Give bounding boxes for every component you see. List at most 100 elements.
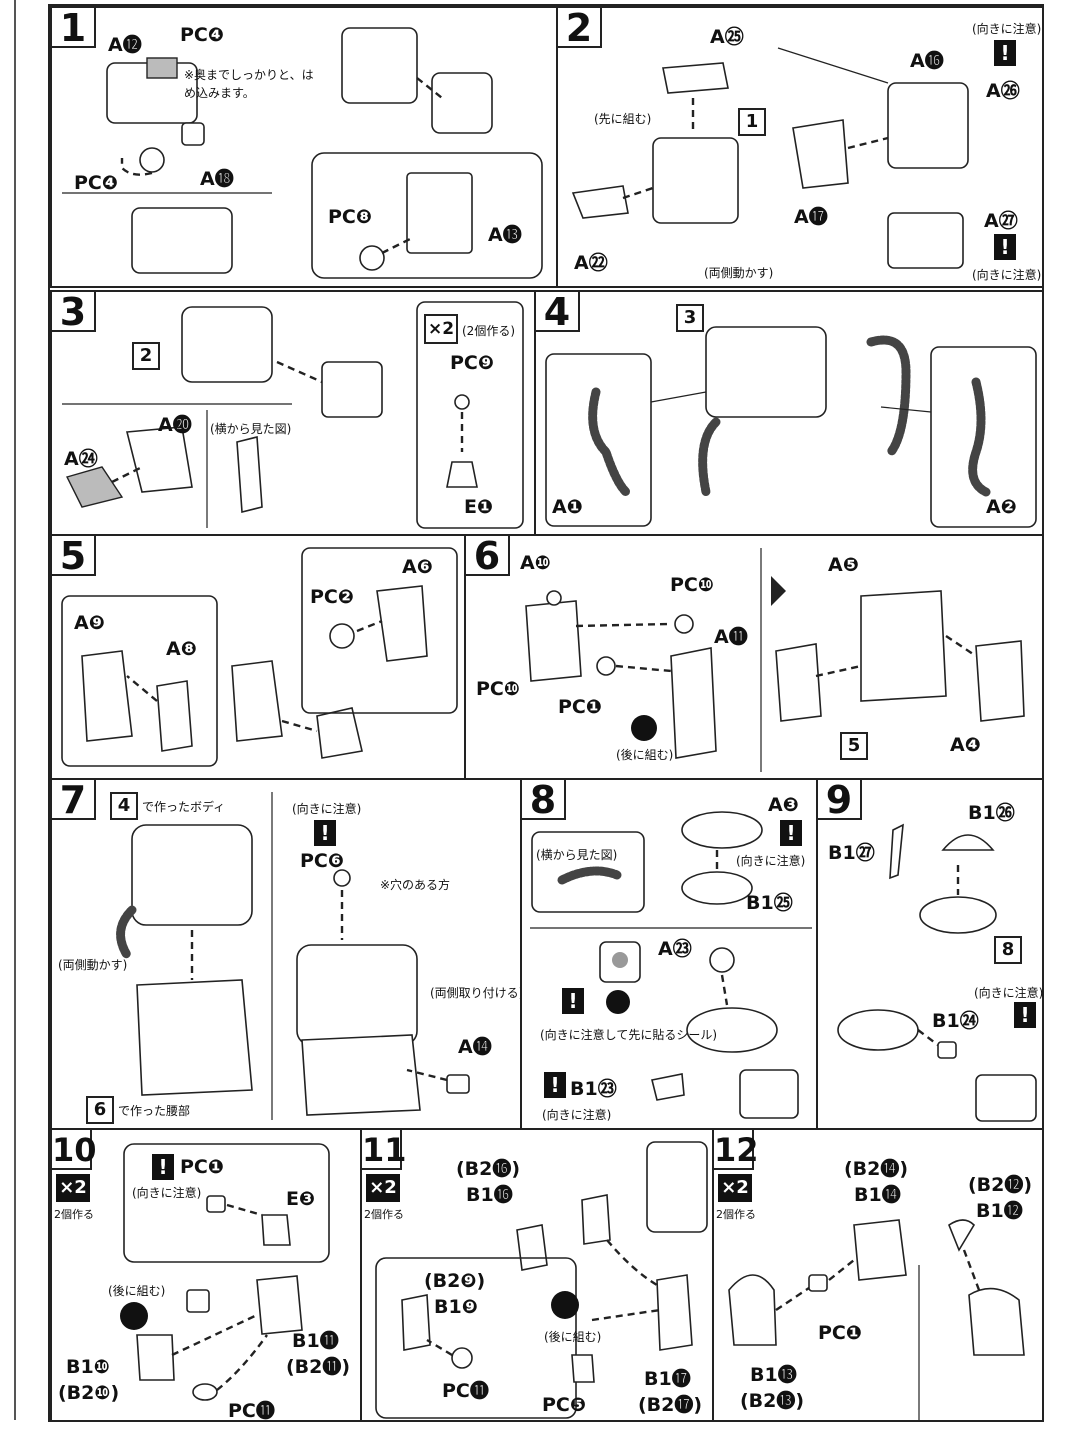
step-9-panel: 9 B1㉖ B1㉗ 8 (向きに注意) B1㉔ !: [816, 778, 1044, 1130]
step-8-illustration: [530, 811, 812, 1119]
step-10-warning: !: [152, 1154, 174, 1180]
step-8-panel: 8 (横から見た図) A❸ ! (向きに注意) B1㉕ A㉓ ! (向きに注意し…: [520, 778, 818, 1130]
step-9-number: 9: [818, 780, 862, 820]
step-11-note-later: (後に組む): [544, 1330, 602, 1344]
step-12-label-b1-12: B1⓬: [976, 1200, 1023, 1222]
step-7-note-hole-side: ※穴のある方: [380, 878, 451, 892]
step-10-illustration: [120, 1143, 330, 1401]
step-3-count-badge: ×2: [424, 314, 458, 344]
step-9-label-b1-27: B1㉗: [828, 842, 875, 864]
step-1-label-pc4-bottom: PC❹: [74, 172, 118, 194]
step-7-label-a14: A⓮: [458, 1036, 492, 1058]
step-11-label-b1-16: B1⓰: [466, 1184, 513, 1206]
step-2-warning-bottom: !: [994, 234, 1016, 260]
step-4-number: 4: [536, 292, 580, 332]
step-7-note-both-sides-move: (両側動かす): [58, 958, 128, 972]
step-6-panel: 6 A❿ PC❿ A⓫ PC❿ PC❶ (後に組む) A❺ 5 A❹: [464, 534, 1044, 780]
step-10-count-badge: ×2: [56, 1174, 90, 1202]
step-5-panel: 5 A❾ A❽ PC❷ A❻: [50, 534, 466, 780]
step-8-warning-middle: !: [562, 988, 584, 1014]
step-7-note-both-sides-attach: (両側取り付ける): [430, 986, 524, 1000]
step-6-label-a5: A❺: [828, 554, 859, 576]
step-2-label-a25: A㉕: [710, 26, 744, 48]
step-3-panel: 3 2 A⓴ A㉔ (横から見た図) ×2 (2個作る) PC❾ E❶: [50, 290, 536, 536]
step-1-label-pc4-top: PC❹: [180, 24, 224, 46]
step-11-label-b2-17: (B2⓱): [638, 1394, 703, 1416]
step-12-label-b2-13: (B2⓭): [740, 1390, 805, 1412]
step-2-note-orientation-top: (向きに注意): [972, 22, 1042, 36]
step-12-label-pc1: PC❶: [818, 1322, 862, 1344]
step-8-note-orientation-bottom: (向きに注意): [542, 1108, 612, 1122]
step-9-ref-step-8: 8: [994, 936, 1022, 964]
step-3-label-pc9: PC❾: [450, 352, 494, 374]
step-5-label-a6: A❻: [402, 556, 433, 578]
step-10-note-orientation: (向きに注意): [132, 1186, 202, 1200]
step-12-label-b1-14: B1⓮: [854, 1184, 901, 1206]
step-2-number: 2: [558, 8, 602, 48]
step-2-label-a27: A㉗: [984, 210, 1018, 232]
step-2-label-a16: A⓰: [910, 50, 944, 72]
step-2-ref-step-1: 1: [738, 108, 766, 136]
step-7-ref-step-6: 6: [86, 1096, 114, 1124]
step-9-note-orientation: (向きに注意): [974, 986, 1044, 1000]
step-6-illustration: [525, 548, 1025, 772]
step-3-illustration: [62, 301, 524, 529]
step-5-number: 5: [52, 536, 96, 576]
step-11-label-pc5: PC❺: [542, 1394, 586, 1416]
step-7-panel: 7 4 で作ったボディ (向きに注意) ! PC❻ ※穴のある方 (両側動かす)…: [50, 778, 524, 1130]
step-12-illustration: [728, 1219, 1025, 1420]
step-1-illustration: [62, 27, 543, 279]
step-12-count-text: 2個作る: [716, 1208, 756, 1221]
step-2-label-a22: A㉒: [574, 252, 608, 274]
step-4-panel: 4 3 A❶ A❷: [534, 290, 1044, 536]
step-7-ref-step-4-text: で作ったボディ: [142, 800, 226, 814]
step-5-illustration: [61, 547, 458, 767]
step-8-note-sticker: (向きに注意して先に貼るシール): [540, 1028, 718, 1042]
step-1-label-a18: A⓲: [200, 168, 234, 190]
step-3-label-a24: A㉔: [64, 448, 98, 470]
step-4-label-a1: A❶: [552, 496, 583, 518]
step-2-label-a26: A㉖: [986, 80, 1020, 102]
step-7-illustration: [116, 792, 470, 1120]
step-7-ref-step-4: 4: [110, 792, 138, 820]
step-7-number: 7: [52, 780, 96, 820]
step-2-warning-top: !: [994, 40, 1016, 66]
step-8-label-a3: A❸: [768, 794, 799, 816]
step-6-number: 6: [466, 536, 510, 576]
step-11-label-b2-9: (B2❾): [424, 1270, 486, 1292]
step-6-label-a10: A❿: [520, 552, 551, 574]
step-1-number: 1: [52, 8, 96, 48]
step-8-warning-bottom: !: [544, 1072, 566, 1098]
step-1-label-a12: A⓬: [108, 34, 142, 56]
step-3-note-make-two: (2個作る): [462, 324, 515, 338]
step-6-label-a4: A❹: [950, 734, 981, 756]
step-11-number: 11: [362, 1130, 407, 1170]
step-11-count-text: 2個作る: [364, 1208, 404, 1221]
step-8-label-b1-23: B1㉓: [570, 1078, 617, 1100]
step-5-label-a8: A❽: [166, 638, 197, 660]
step-7-ref-step-6-text: で作った腰部: [118, 1104, 191, 1118]
step-10-label-pc11: PC⓫: [228, 1400, 275, 1422]
step-8-note-orientation-top: (向きに注意): [736, 854, 806, 868]
step-10-note-later: (後に組む): [108, 1284, 166, 1298]
step-2-note-both-sides: (両側動かす): [704, 266, 774, 280]
step-12-count-badge: ×2: [718, 1174, 752, 1202]
step-11-panel: 11 ×2 2個作る (B2⓰) B1⓰ (B2❾) B1❾ (後に組む) PC…: [360, 1128, 714, 1422]
step-4-ref-step-3: 3: [676, 304, 704, 332]
step-11-illustration: [375, 1141, 708, 1419]
step-11-label-b1-17: B1⓱: [644, 1368, 691, 1390]
left-margin-line: [14, 0, 16, 1420]
step-10-panel: 10 ×2 2個作る ! PC❶ (向きに注意) E❸ (後に組む) B1⓫ (…: [50, 1128, 362, 1422]
step-8-label-b1-25: B1㉕: [746, 892, 793, 914]
step-2-note-first: (先に組む): [594, 112, 652, 126]
step-1-label-a13: A⓭: [488, 224, 522, 246]
step-4-illustration: [545, 326, 1037, 528]
step-12-label-b2-14: (B2⓮): [844, 1158, 909, 1180]
step-11-label-b2-16: (B2⓰): [456, 1158, 521, 1180]
step-6-label-pc10-top: PC❿: [670, 574, 714, 596]
step-7-label-pc6: PC❻: [300, 850, 344, 872]
step-8-warning-top: !: [780, 820, 802, 846]
step-10-label-b2-10: (B2❿): [58, 1382, 120, 1404]
step-2-panel: 2 A㉕ A⓰ A㉖ A⓱ A㉗ A㉒ 1 (先に組む) (両側動かす) (向き…: [556, 6, 1044, 288]
step-9-label-b1-26: B1㉖: [968, 802, 1015, 824]
